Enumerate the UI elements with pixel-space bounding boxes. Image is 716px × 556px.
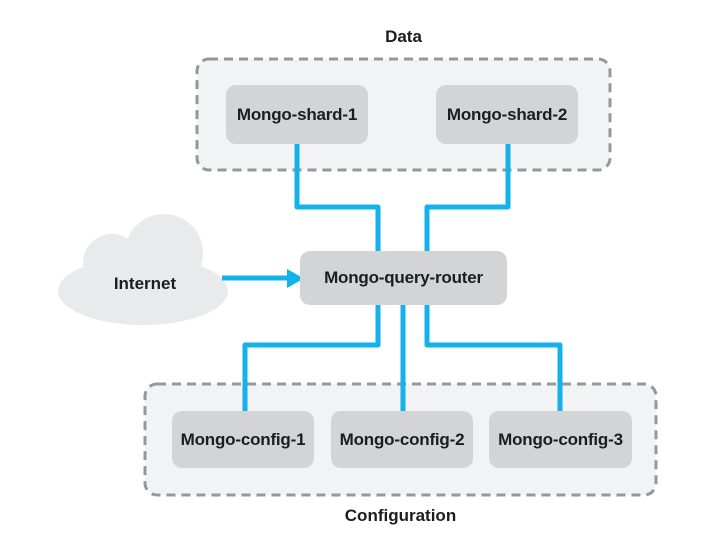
node-mongo-query-router-label: Mongo-query-router [324, 268, 483, 287]
config-group-label: Configuration [344, 506, 457, 525]
node-mongo-query-router: Mongo-query-router [300, 251, 507, 305]
internet-to-router-arrow [222, 269, 304, 288]
internet-cloud-icon [58, 214, 228, 325]
node-mongo-config-1: Mongo-config-1 [172, 411, 314, 468]
node-mongo-config-3-label: Mongo-config-3 [498, 429, 623, 449]
node-mongo-config-2-label: Mongo-config-2 [339, 429, 465, 449]
node-mongo-shard-2: Mongo-shard-2 [436, 85, 578, 144]
data-group-label: Data [385, 27, 422, 46]
node-mongo-config-3: Mongo-config-3 [489, 411, 632, 468]
connector-shard1-router [294, 140, 381, 255]
internet-label: Internet [113, 274, 177, 293]
node-mongo-shard-2-label: Mongo-shard-2 [446, 104, 568, 124]
node-mongo-shard-1: Mongo-shard-1 [226, 85, 368, 144]
connector-shard2-router [424, 140, 511, 255]
connector-router-config3 [424, 302, 563, 415]
node-mongo-shard-1-label: Mongo-shard-1 [236, 104, 358, 124]
node-mongo-config-2: Mongo-config-2 [331, 411, 473, 468]
node-mongo-config-1-label: Mongo-config-1 [180, 429, 306, 449]
connector-router-config1 [242, 302, 381, 415]
